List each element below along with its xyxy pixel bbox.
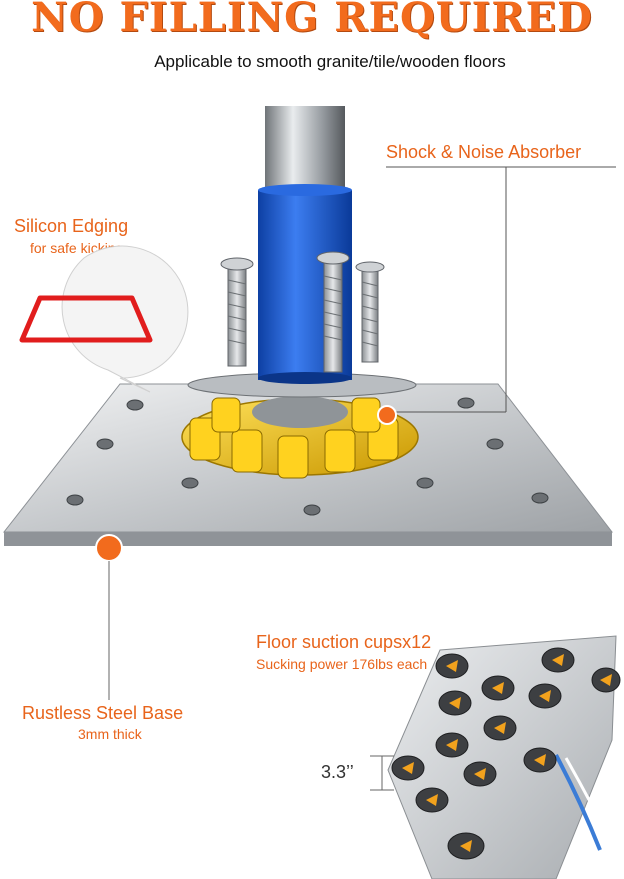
suction-cups-sublabel: Sucking power 176lbs each (256, 656, 428, 672)
silicon-edging-label: Silicon Edging (14, 216, 129, 236)
page-title: NO FILLING REQUIRED (31, 0, 593, 41)
suction-cups-label: Floor suction cupsx12 (256, 632, 432, 652)
thickness-dimension-label: 3.3’’ (321, 762, 354, 782)
screws (220, 251, 385, 373)
steel-base-label: Rustless Steel Base (22, 703, 184, 723)
silicon-edging-bubble (19, 245, 189, 393)
pole (265, 106, 345, 196)
suction-cup-icons (391, 647, 621, 860)
shock-absorber-label: Shock & Noise Absorber (386, 142, 582, 162)
shock-absorber-callout (377, 166, 616, 425)
page-subtitle: Applicable to smooth granite/tile/wooden… (154, 52, 506, 71)
thickness-dimension-marker (370, 755, 394, 791)
steel-base-callout (95, 534, 123, 700)
steel-base-sublabel: 3mm thick (78, 726, 142, 742)
suction-cup-plate (387, 635, 621, 879)
shock-absorber (181, 396, 419, 479)
